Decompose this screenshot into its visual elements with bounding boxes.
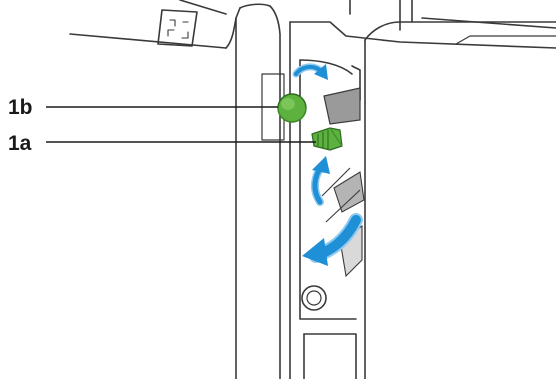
sticker-marks <box>168 20 188 38</box>
top-surface-edge <box>70 34 226 48</box>
gray-guide-plate <box>324 88 360 124</box>
front-right-edge <box>270 6 280 379</box>
callout-1b: 1b <box>8 96 278 119</box>
callout-label-1a: 1a <box>8 132 32 155</box>
green-release-lever-icon <box>312 128 342 150</box>
gray-lower-guide <box>334 172 364 212</box>
right-module-recess <box>456 36 556 44</box>
upper-frame-edge <box>290 22 556 48</box>
curved-up-arrow-icon <box>312 156 330 202</box>
top-right-details <box>350 0 556 30</box>
callout-label-1b: 1b <box>8 96 33 119</box>
green-rotary-knob-icon <box>278 94 306 122</box>
top-sticker <box>158 10 197 46</box>
callout-1a: 1a <box>8 132 316 155</box>
lower-cutout <box>304 334 356 379</box>
round-button-icon <box>302 286 326 310</box>
right-module-top <box>365 22 556 40</box>
front-top-edge <box>240 4 270 8</box>
front-top-curve <box>226 8 240 48</box>
